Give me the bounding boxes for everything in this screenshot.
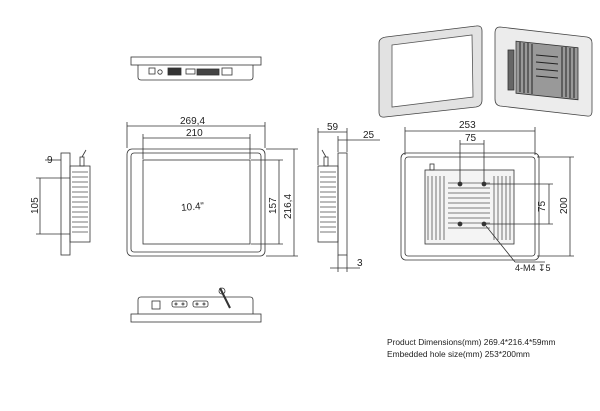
bezel-depth-label: 25	[363, 130, 375, 141]
total-height-label: 216,4	[283, 194, 294, 219]
top-view	[130, 56, 262, 81]
bottom-view	[130, 287, 262, 323]
bezel-width-label: 210	[186, 128, 203, 139]
hole-height-label: 200	[559, 197, 570, 214]
rear-perspective-image	[494, 26, 593, 117]
bracket-label: 105	[30, 197, 41, 214]
lip-label: 3	[357, 258, 363, 269]
inner-height-label: 157	[268, 197, 279, 214]
screw-label: 4-M4 ↧5	[515, 263, 551, 273]
screen-size-label: 10.4"	[181, 201, 205, 214]
depth-label: 59	[327, 122, 339, 133]
hole-width-label: 253	[459, 120, 476, 131]
rear-view	[400, 127, 574, 263]
right-side-view	[317, 128, 380, 272]
front-perspective-image	[378, 25, 483, 118]
left-offset-label: 9	[47, 155, 53, 166]
left-side-view	[36, 149, 91, 256]
mount-v-label: 75	[537, 200, 548, 212]
mount-h-label: 75	[465, 133, 477, 144]
front-width-label: 269,4	[180, 116, 205, 127]
product-dimensions-note: Product Dimensions(mm) 269.4*216.4*59mm	[387, 337, 556, 347]
embedded-hole-note: Embedded hole size(mm) 253*200mm	[387, 349, 530, 359]
spec-notes: Product Dimensions(mm) 269.4*216.4*59mm …	[387, 336, 592, 360]
front-view	[126, 122, 298, 257]
